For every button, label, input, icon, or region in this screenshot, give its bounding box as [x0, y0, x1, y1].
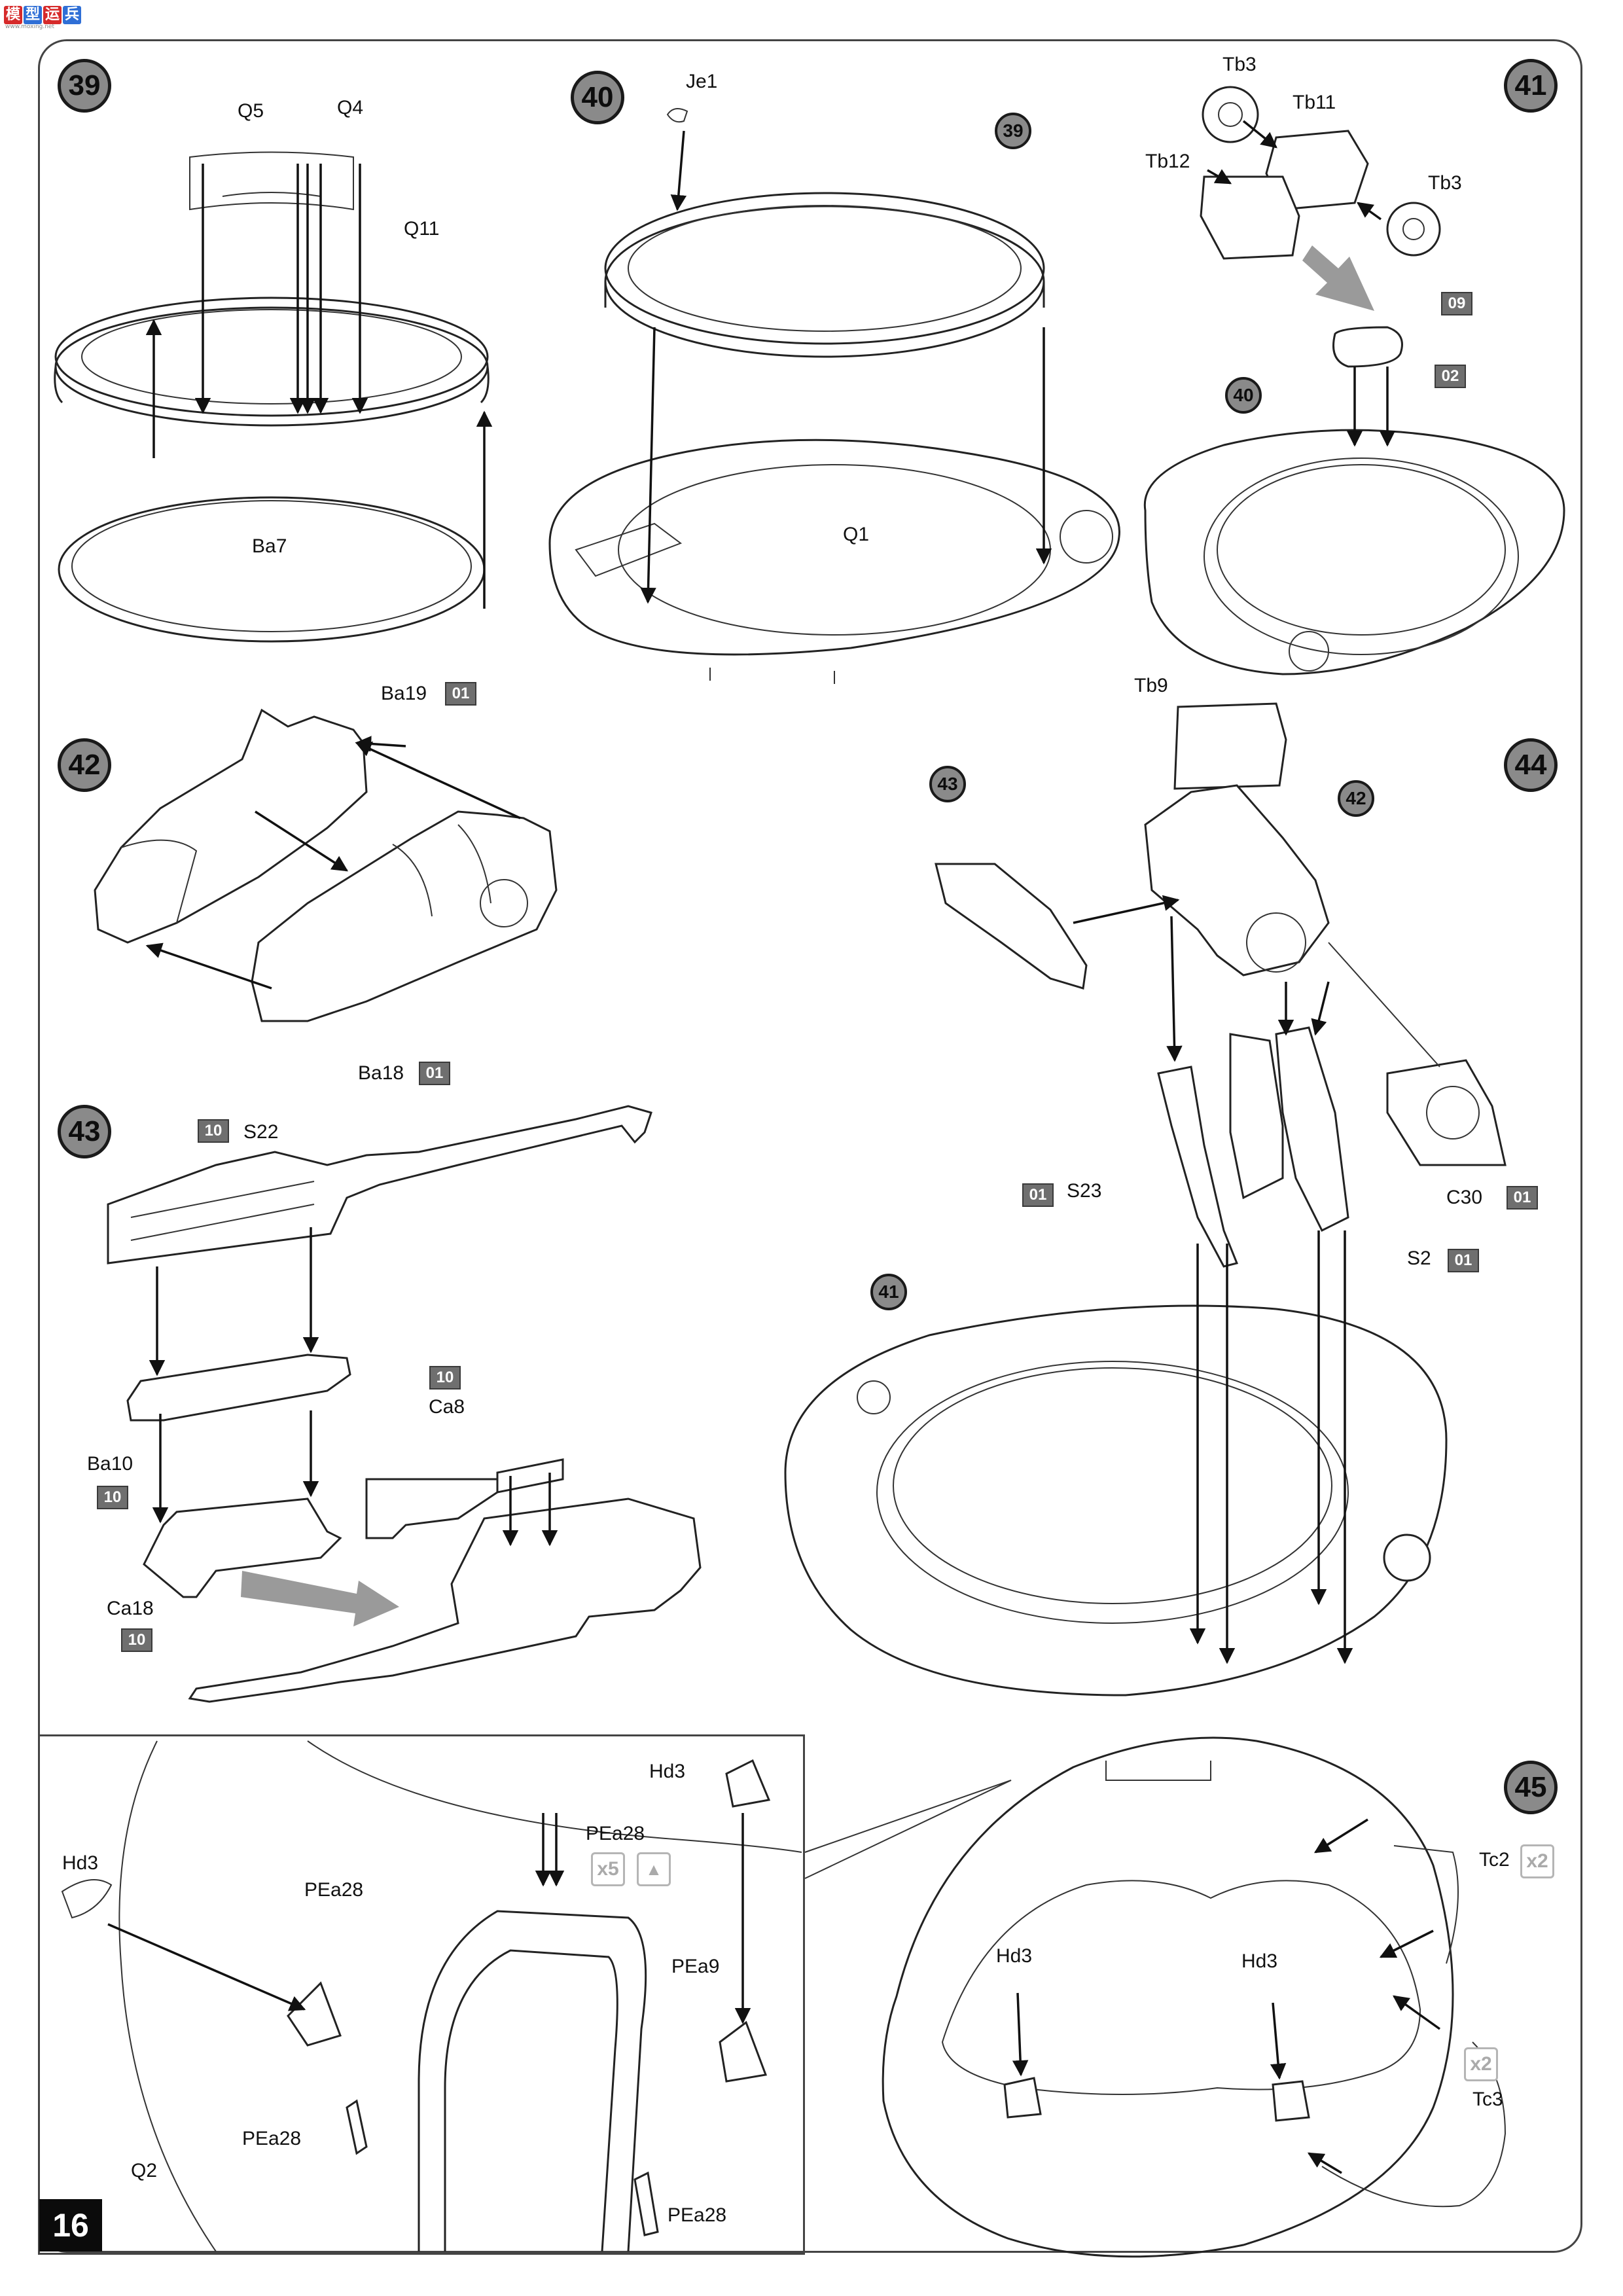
part-label: Q2	[131, 2160, 158, 2181]
part-label: Hd3	[62, 1852, 99, 1874]
step-45-badge: 45	[1504, 1761, 1558, 1814]
part-label: PEa9	[671, 1956, 720, 1977]
inset-drawing	[61, 1740, 802, 2252]
color-code-chip: 01	[445, 682, 476, 706]
page-frame	[38, 39, 1582, 2253]
multiplier-badge: x5	[591, 1852, 625, 1886]
part-label: Hd3	[996, 1945, 1033, 1967]
part-label: C30	[1446, 1187, 1483, 1208]
step41-drawing	[1143, 86, 1565, 675]
color-code-chip: 10	[198, 1119, 229, 1143]
step42-drawing	[94, 708, 558, 1022]
color-code-chip: 01	[1022, 1183, 1054, 1207]
part-label: Hd3	[1241, 1950, 1278, 1972]
step40-drawing	[548, 108, 1120, 684]
part-label: PEa28	[304, 1879, 364, 1901]
color-code-chip: 02	[1435, 365, 1466, 388]
watermark-char: 运	[43, 6, 62, 24]
watermark-char: 兵	[63, 6, 82, 24]
part-label: Hd3	[649, 1761, 686, 1782]
ref-step-39: 39	[995, 113, 1031, 149]
color-code-chip: 10	[121, 1628, 152, 1652]
part-label: Ca18	[107, 1598, 154, 1619]
part-label: Tb12	[1145, 151, 1190, 172]
part-label: Ba10	[87, 1453, 134, 1475]
part-label: Ba7	[252, 535, 287, 557]
part-label: S22	[243, 1121, 279, 1143]
part-label: PEa28	[586, 1823, 645, 1844]
part-label: Tb11	[1293, 92, 1336, 113]
step45-drawing	[882, 1736, 1507, 2258]
part-label: Q1	[843, 524, 870, 545]
photo-etch-icon: ▲	[637, 1852, 671, 1886]
step-41-badge: 41	[1504, 59, 1558, 113]
part-label: Tb3	[1222, 54, 1257, 75]
ref-step-40: 40	[1225, 377, 1262, 414]
step-43-badge: 43	[58, 1105, 111, 1158]
step43-drawing	[107, 1105, 702, 1703]
watermark-url: www.moxing.net	[5, 24, 54, 30]
part-label: Je1	[686, 71, 718, 92]
watermark-char: 型	[24, 6, 43, 24]
watermark-char: 模	[4, 6, 23, 24]
page-number: 16	[39, 2199, 102, 2251]
watermark-logo: 模 型 运 兵 www.moxing.net	[4, 4, 82, 30]
part-label: Ba19	[381, 683, 427, 704]
part-label: S23	[1067, 1180, 1102, 1202]
step-39-badge: 39	[58, 59, 111, 113]
step39-drawing	[54, 151, 493, 643]
ref-step-41: 41	[870, 1274, 907, 1310]
part-label: Ca8	[429, 1396, 465, 1418]
part-label: PEa28	[242, 2128, 302, 2149]
color-code-chip: 01	[1507, 1186, 1538, 1210]
part-label: Q4	[337, 97, 364, 118]
color-code-chip: 01	[419, 1062, 450, 1085]
part-label: Tc3	[1472, 2089, 1503, 2110]
color-code-chip: 01	[1448, 1249, 1479, 1272]
step-40-badge: 40	[571, 71, 624, 124]
ref-step-42: 42	[1338, 780, 1374, 817]
part-label: PEa28	[668, 2204, 727, 2226]
color-code-chip: 10	[429, 1366, 461, 1390]
part-label: Ba18	[358, 1062, 404, 1084]
part-label: Q5	[238, 100, 264, 122]
ref-step-43: 43	[929, 766, 966, 802]
part-label: Q11	[404, 218, 440, 240]
step-42-badge: 42	[58, 738, 111, 792]
step-44-badge: 44	[1504, 738, 1558, 792]
multiplier-badge: x2	[1464, 2047, 1498, 2081]
color-code-chip: 09	[1441, 292, 1472, 315]
color-code-chip: 10	[97, 1486, 128, 1509]
part-label: Tb9	[1134, 675, 1168, 696]
step44-drawing	[784, 702, 1507, 1696]
part-label: Tc2	[1479, 1849, 1510, 1871]
part-label: S2	[1407, 1247, 1431, 1269]
part-label: Tb3	[1428, 172, 1462, 194]
inset-callout	[804, 1780, 1012, 1879]
inset-detail-frame	[38, 1734, 805, 2255]
multiplier-badge: x2	[1520, 1844, 1554, 1878]
